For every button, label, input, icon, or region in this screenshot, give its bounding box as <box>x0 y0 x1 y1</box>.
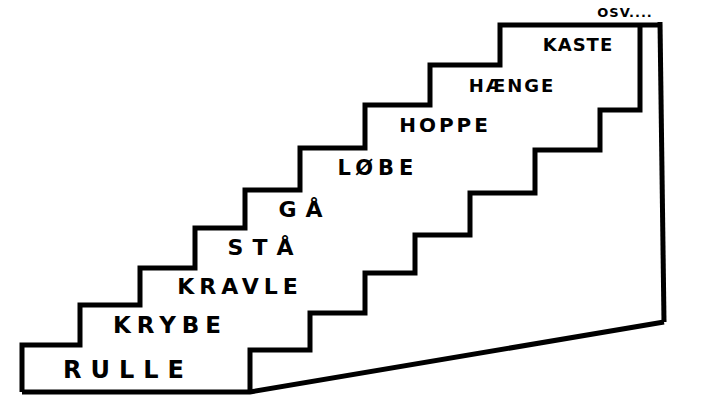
step-word: RULLE <box>63 358 193 382</box>
step-word: STÅ <box>228 237 303 259</box>
step-word: KRAVLE <box>177 276 303 298</box>
step-word: HÆNGE <box>469 77 556 95</box>
step-word: OSV.... <box>597 6 653 19</box>
stair-right-wall <box>660 22 664 322</box>
step-word: KASTE <box>543 36 613 54</box>
step-word: LØBE <box>338 158 419 179</box>
step-word: GÅ <box>278 199 331 221</box>
step-word: HOPPE <box>399 115 491 135</box>
step-word: KRYBE <box>113 314 227 337</box>
